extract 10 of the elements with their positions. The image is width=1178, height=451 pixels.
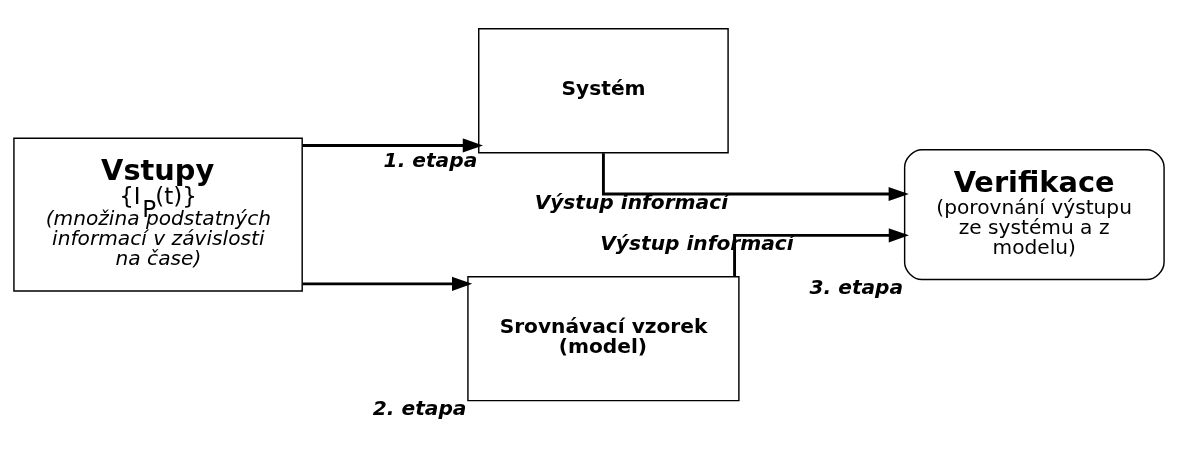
arrow	[302, 276, 473, 291]
node-box: Srovnávací vzorek (model)	[467, 275, 740, 402]
arrow	[601, 153, 909, 202]
arrow	[302, 138, 483, 153]
node-label: 1. etapa	[383, 148, 478, 173]
edge-label: Výstup informací	[534, 189, 729, 214]
node-box: Verifikace (porovnání výstupu ze systému a z modelu)	[903, 149, 1165, 281]
node-label: 2. etapa	[372, 396, 467, 421]
node-box: Systém	[478, 28, 729, 154]
node-label: 3. etapa	[809, 275, 904, 300]
